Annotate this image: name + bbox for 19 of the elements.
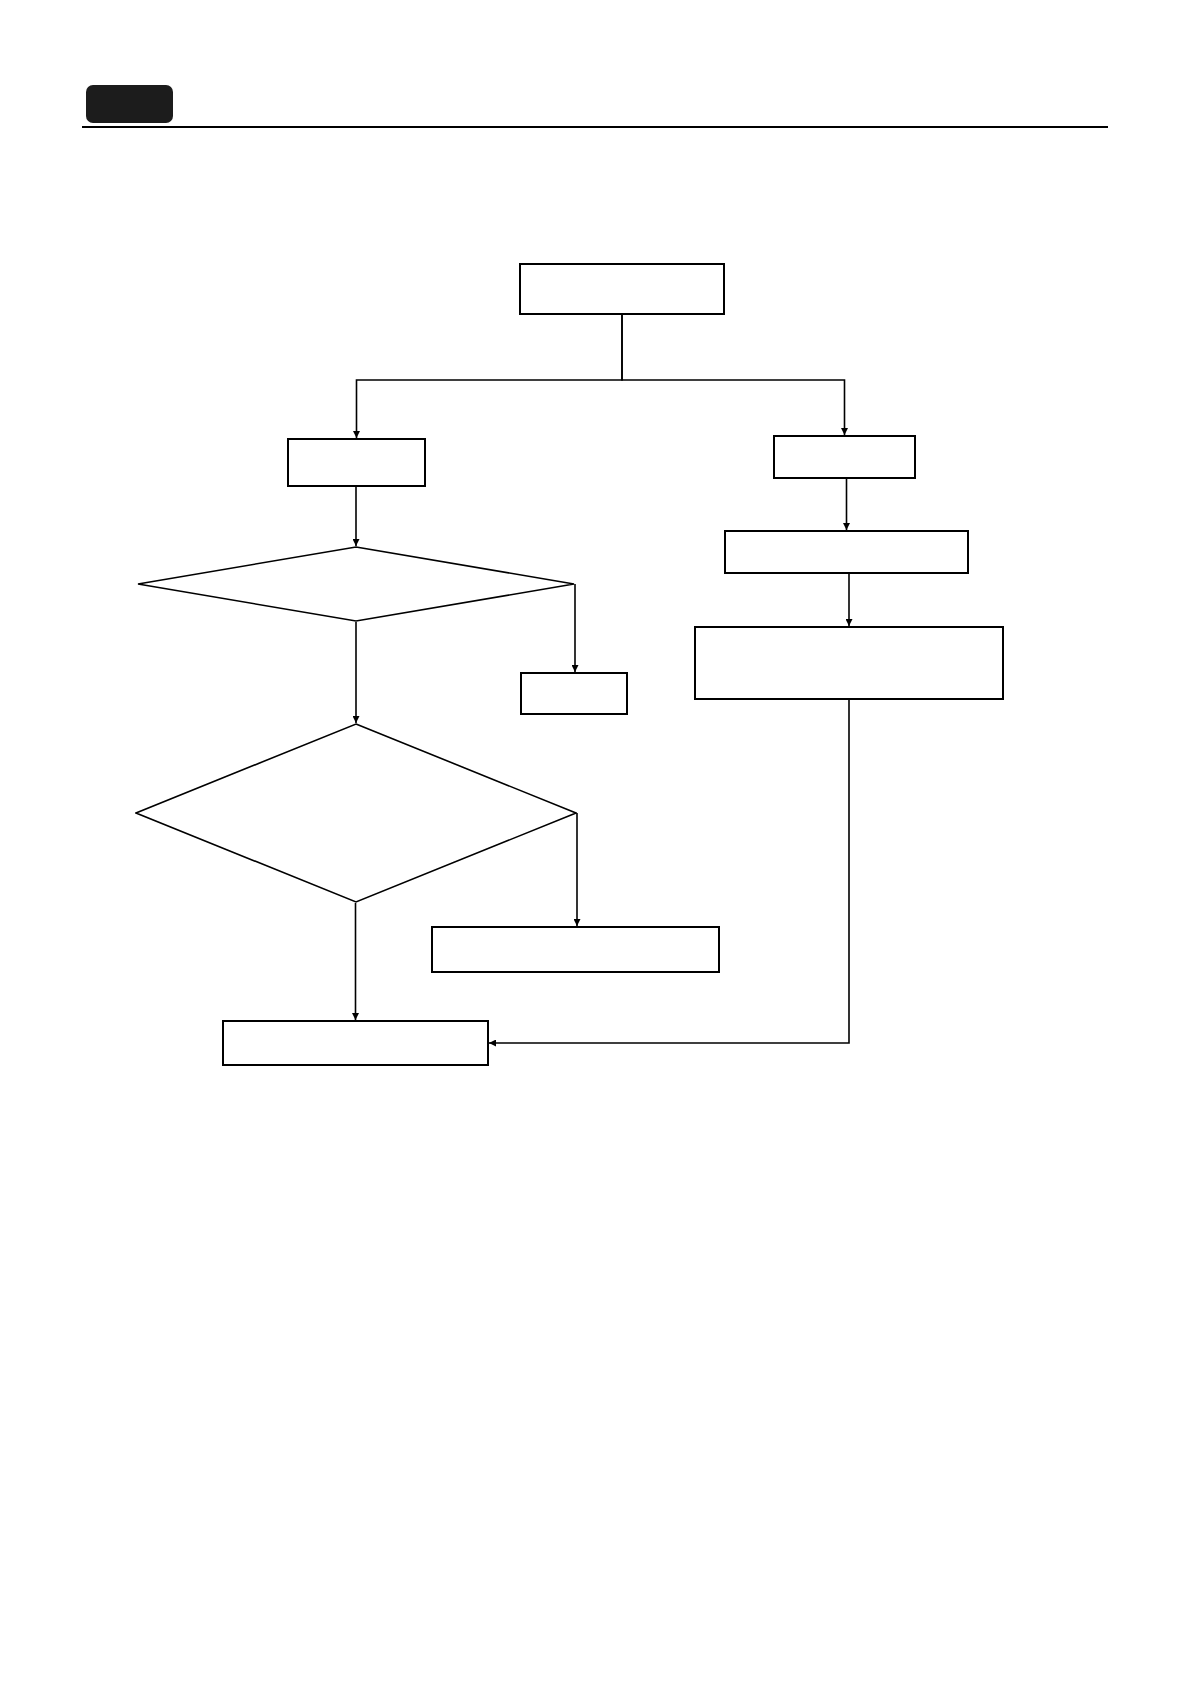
arrow: [352, 621, 360, 724]
arrow: [621, 314, 848, 436]
arrow: [845, 573, 853, 627]
arrow: [571, 583, 579, 673]
process-box: [287, 438, 426, 487]
decision-diamond: [135, 723, 577, 903]
process-box: [520, 672, 628, 715]
decision-diamond: [137, 546, 575, 622]
process-box: [222, 1020, 489, 1066]
process-box: [431, 926, 720, 973]
arrow: [573, 812, 581, 927]
process-box: [773, 435, 916, 479]
arrow: [843, 478, 850, 531]
process-box: [519, 263, 725, 315]
process-box: [694, 626, 1004, 700]
process-box: [724, 530, 969, 574]
arrow: [488, 699, 850, 1047]
arrow: [352, 486, 360, 547]
arrow: [352, 902, 359, 1021]
